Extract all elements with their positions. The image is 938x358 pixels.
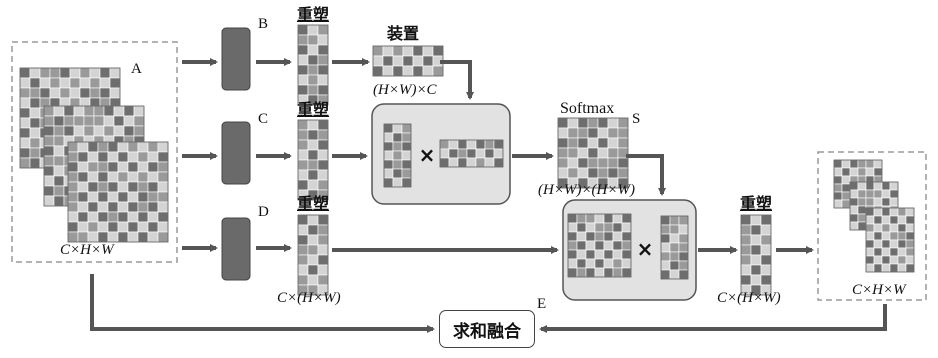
transpose-grid [373,46,443,76]
panel-top-right [440,140,503,167]
sum-fusion-label: 求和融合 [453,317,521,342]
multiply-icon-top: × [419,143,436,167]
conv-block-c [222,122,250,184]
dim-out-reshape: C×(H×W) [717,291,781,306]
reshape-label-d: 重塑 [297,196,329,212]
arrow-output-to-fusion [541,304,885,329]
arrow-input-to-fusion [92,274,433,329]
panel-bottom-left [568,214,631,277]
dim-transpose: (H×W)×C [373,83,437,98]
transpose-label: 装置 [387,26,419,42]
softmax-label: Softmax [560,101,614,117]
reshape-grid-d [298,215,328,295]
dim-output: C×H×W [852,283,906,298]
label-b: B [258,17,268,32]
panel-bottom-right [661,216,688,279]
softmax-grid [558,118,628,188]
reshape-grid-out [741,215,771,295]
reshape-label-out: 重塑 [740,196,772,212]
label-c: C [258,112,268,127]
sum-fusion-box: 求和融合 [439,310,535,348]
conv-block-b [222,28,250,90]
dim-attention: (H×W)×(H×W) [538,183,635,198]
feature-grids [20,25,914,295]
output-grid-3 [866,208,914,272]
label-d: D [258,205,269,220]
label-e: E [537,297,546,312]
reshape-grid-b [298,25,328,105]
arrow-transpose-to-panel [440,62,470,98]
dim-d-reshape: C×(H×W) [277,291,341,306]
label-a: A [131,62,142,77]
label-s: S [632,112,640,127]
dim-input: C×H×W [60,243,114,258]
reshape-grid-c [298,120,328,200]
panel-top-left [384,124,411,187]
reshape-label-c: 重塑 [297,102,329,118]
conv-block-d [222,218,250,280]
multiply-icon-bottom: × [637,237,654,261]
reshape-label-b: 重塑 [297,7,329,23]
input-grid-3 [68,142,168,242]
